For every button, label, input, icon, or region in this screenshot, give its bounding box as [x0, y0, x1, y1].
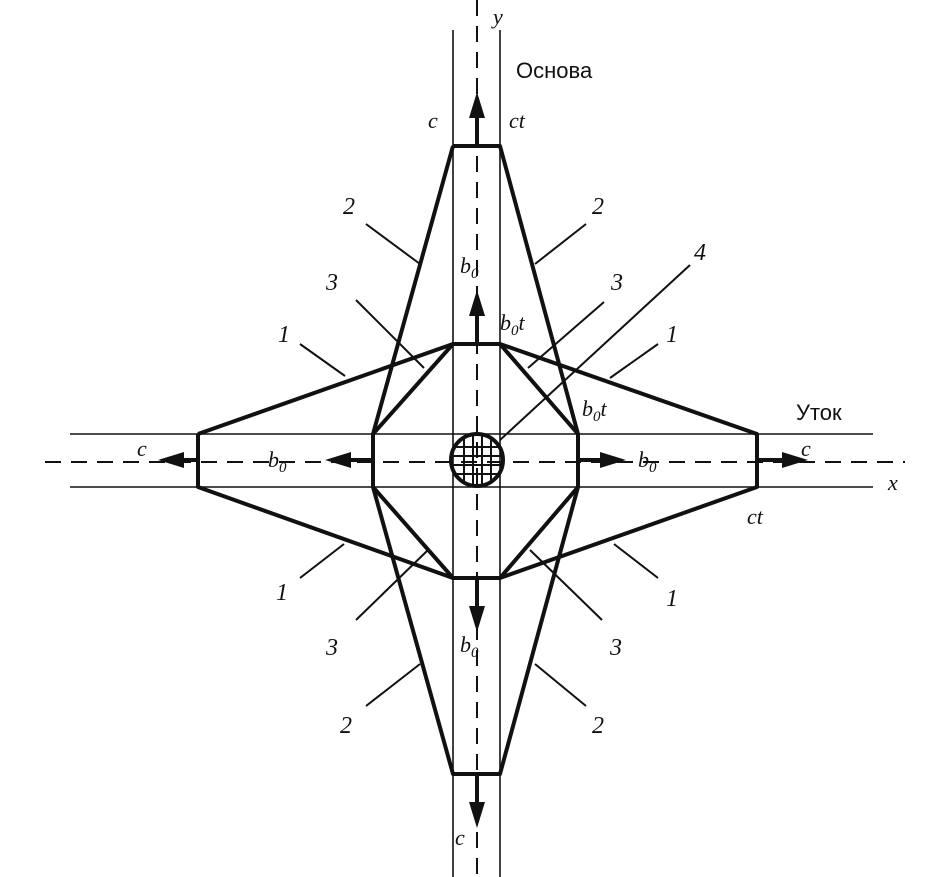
number-1-top-left: 1 — [278, 322, 290, 348]
label-b0-bottom: b0 — [460, 632, 479, 661]
curve-3-octagon — [371, 342, 580, 580]
number-2-bottom-left: 2 — [340, 713, 352, 739]
warp-label: Основа — [516, 58, 593, 83]
number-3-bottom-right: 3 — [609, 635, 622, 661]
number-3-top-left: 3 — [325, 270, 338, 296]
label-ct-right: ct — [747, 504, 764, 529]
label-b0-top: b0 — [460, 253, 479, 282]
stress-arrows — [158, 92, 808, 828]
label-b0-left: b0 — [268, 447, 287, 476]
label-ct-top: ct — [509, 108, 526, 133]
y-axis-label: y — [491, 4, 503, 29]
number-2-top-left: 2 — [343, 194, 355, 220]
label-b0t-top: b0t — [500, 310, 526, 339]
label-c-left: c — [137, 436, 147, 461]
number-1-bottom-right: 1 — [666, 586, 678, 612]
curve-2-warp-spindle — [371, 144, 580, 776]
central-cell — [449, 432, 505, 488]
number-3-top-right: 3 — [610, 270, 623, 296]
number-2-top-right: 2 — [592, 194, 604, 220]
number-1-top-right: 1 — [666, 322, 678, 348]
number-2-bottom-right: 2 — [592, 713, 604, 739]
label-c-top: c — [428, 108, 438, 133]
weft-label: Уток — [796, 400, 842, 425]
number-4: 4 — [694, 240, 706, 266]
label-b0-right: b0 — [638, 447, 657, 476]
label-c-bottom: c — [455, 825, 465, 850]
number-1-bottom-left: 1 — [276, 580, 288, 606]
number-3-bottom-left: 3 — [325, 635, 338, 661]
x-axis-label: x — [887, 470, 898, 495]
leader-lines — [299, 223, 691, 707]
label-c-right: c — [801, 436, 811, 461]
label-b0t-right: b0t — [582, 396, 608, 425]
